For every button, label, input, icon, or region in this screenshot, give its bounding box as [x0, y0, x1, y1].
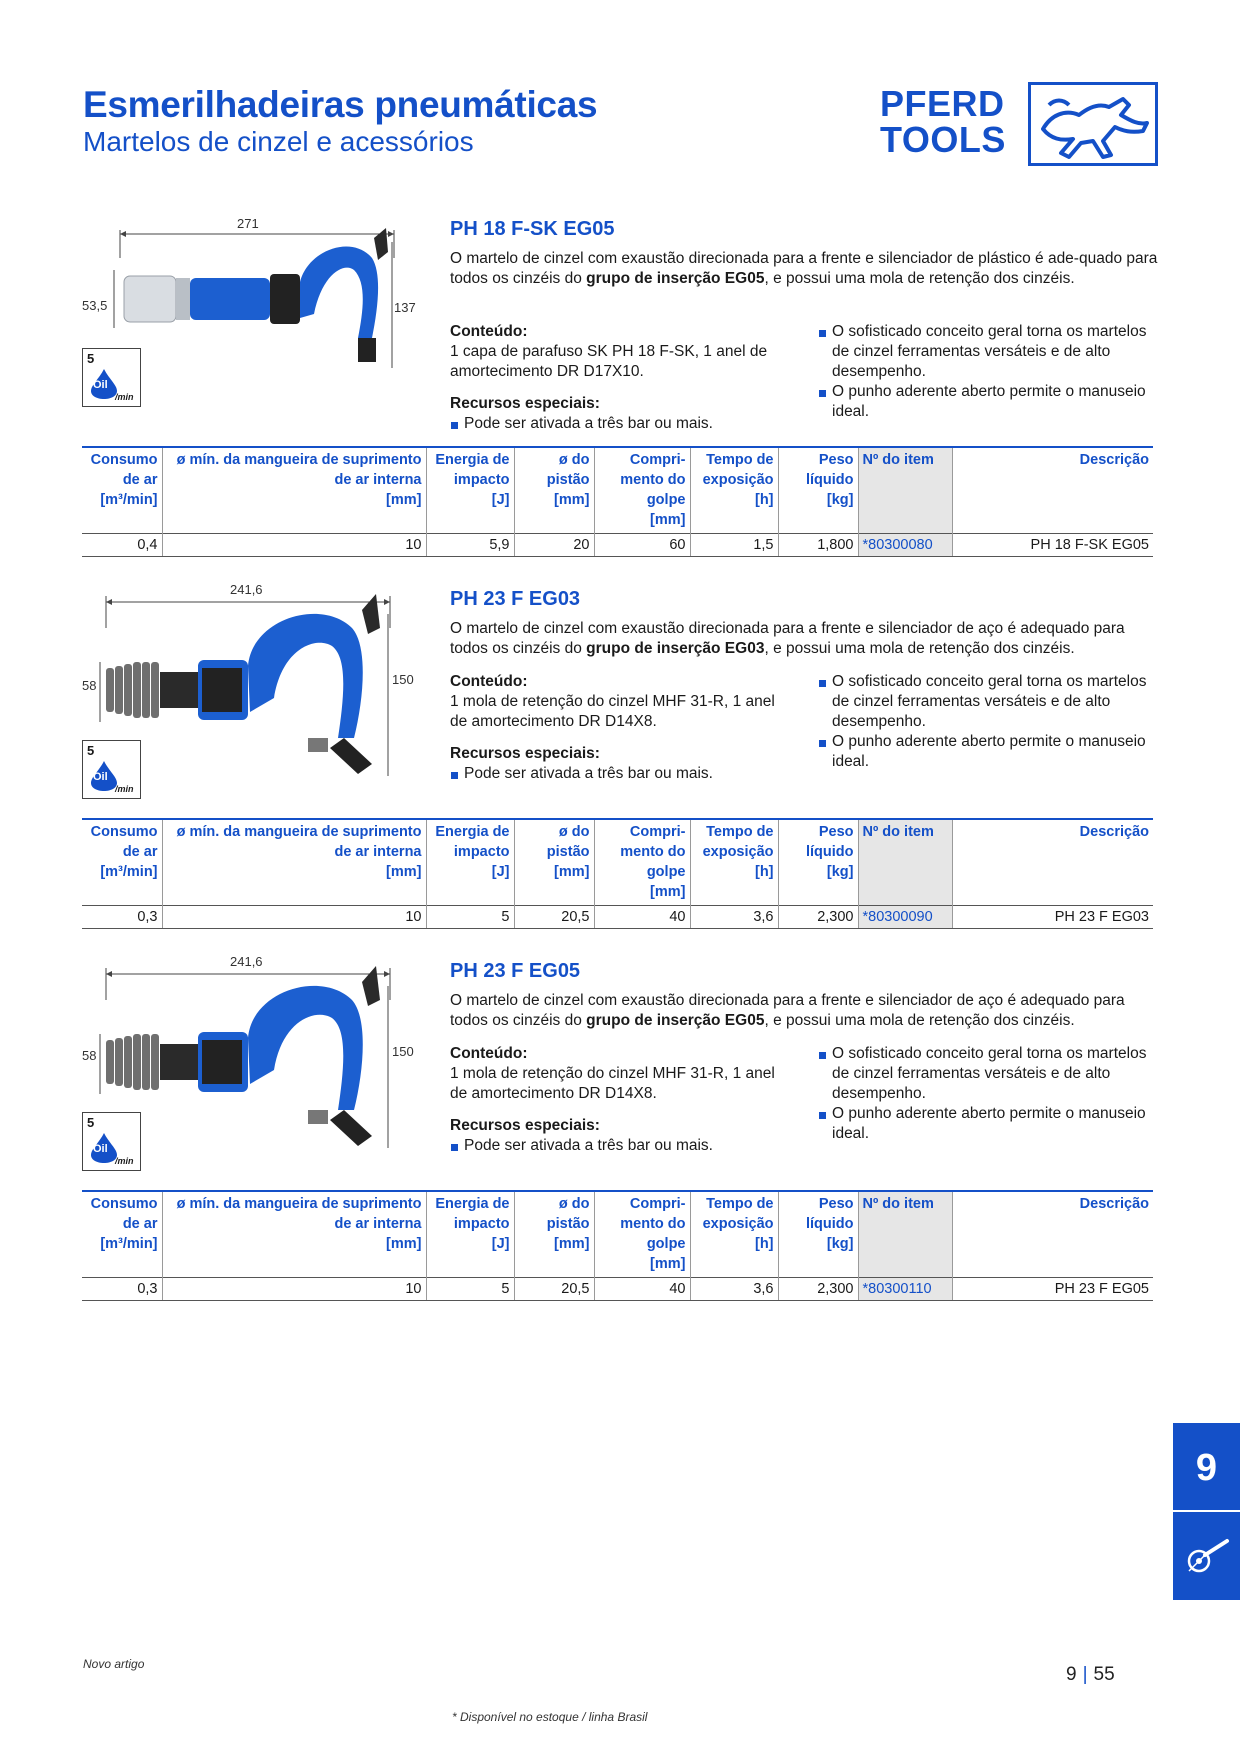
item-number-link[interactable]: *80300110	[857, 1277, 952, 1301]
feature-item: O punho aderente aberto permite o manuse…	[818, 732, 1163, 772]
dimension-height: 137	[394, 300, 416, 315]
product-contents: Conteúdo: 1 capa de parafuso SK PH 18 F-…	[450, 322, 785, 434]
table-row: 0,4 10 5,9 20 60 1,5 1,800 *80300080 PH …	[82, 533, 1153, 557]
angle-grinder-icon	[1187, 1539, 1229, 1573]
dimension-diameter: 53,5	[82, 298, 108, 313]
header-item-number: Nº do item	[857, 1190, 952, 1278]
product-description: O martelo de cinzel com exaustão direcio…	[450, 620, 1125, 657]
dimension-height: 150	[392, 672, 414, 687]
dimension-length: 241,6	[230, 954, 263, 969]
item-number-link[interactable]: *80300090	[857, 905, 952, 929]
availability-note: * Disponível no estoque / linha Brasil	[452, 1710, 648, 1724]
product-contents: Conteúdo: 1 mola de retenção do cinzel M…	[450, 672, 785, 784]
oil-drop-icon	[91, 1133, 117, 1163]
product-features: O sofisticado conceito geral torna os ma…	[818, 322, 1163, 422]
product-features: O sofisticado conceito geral torna os ma…	[818, 672, 1163, 772]
new-item-note: Novo artigo	[83, 1657, 145, 1671]
feature-item: O sofisticado conceito geral torna os ma…	[818, 672, 1163, 732]
horse-logo-icon	[1028, 82, 1158, 166]
product-description: O martelo de cinzel com exaustão direcio…	[450, 250, 1158, 287]
chapter-number: 9	[1195, 1447, 1218, 1489]
product-features: O sofisticado conceito geral torna os ma…	[818, 1044, 1163, 1144]
page-title: Esmerilhadeiras pneumáticas	[83, 84, 598, 125]
header-description: Descrição	[951, 818, 1153, 906]
page-subtitle: Martelos de cinzel e acessórios	[83, 126, 474, 157]
oil-consumption-badge: 5 Oil /min	[82, 1112, 141, 1171]
dimension-length: 241,6	[230, 582, 263, 597]
header-description: Descrição	[951, 1190, 1153, 1278]
product-description: O martelo de cinzel com exaustão direcio…	[450, 992, 1125, 1029]
product-title: PH 23 F EG05	[450, 960, 581, 982]
feature-item: O sofisticado conceito geral torna os ma…	[818, 1044, 1163, 1104]
feature-item: O punho aderente aberto permite o manuse…	[818, 382, 1163, 422]
feature-item: O sofisticado conceito geral torna os ma…	[818, 322, 1163, 382]
item-number-link[interactable]: *80300080	[857, 533, 952, 557]
header-description: Descrição	[951, 446, 1153, 534]
special-feature-item: Pode ser ativada a três bar ou mais.	[450, 764, 785, 784]
dimension-height: 150	[392, 1044, 414, 1059]
special-feature-item: Pode ser ativada a três bar ou mais.	[450, 414, 785, 434]
feature-item: O punho aderente aberto permite o manuse…	[818, 1104, 1163, 1144]
dimension-diameter: 58	[82, 1048, 97, 1063]
header-item-number: Nº do item	[857, 446, 952, 534]
product-title: PH 23 F EG03	[450, 588, 581, 610]
table-row: 0,3 10 5 20,5 40 3,6 2,300 *80300090 PH …	[82, 905, 1153, 929]
special-feature-item: Pode ser ativada a três bar ou mais.	[450, 1136, 785, 1156]
page-number: 9|55	[1066, 1664, 1115, 1685]
product-image: 241,6 58 150 5 Oil /min	[82, 582, 422, 799]
product-image: 241,6 58 150 5 Oil /min	[82, 954, 422, 1171]
oil-drop-icon	[91, 369, 117, 399]
header-item-number: Nº do item	[857, 818, 952, 906]
tab-divider	[1173, 1510, 1240, 1512]
oil-drop-icon	[91, 761, 117, 791]
oil-consumption-badge: 5 Oil /min	[82, 740, 141, 799]
pferd-tools-logo: PFERD TOOLS	[880, 82, 1158, 166]
oil-consumption-badge: 5 Oil /min	[82, 348, 141, 407]
dimension-length: 271	[237, 216, 259, 231]
product-contents: Conteúdo: 1 mola de retenção do cinzel M…	[450, 1044, 785, 1156]
logo-text: PFERD TOOLS	[880, 83, 1006, 160]
chapter-tab[interactable]: 9	[1173, 1423, 1240, 1600]
table-row: 0,3 10 5 20,5 40 3,6 2,300 *80300110 PH …	[82, 1277, 1153, 1301]
product-image: 271 53,5 137 5 Oil /min	[82, 216, 422, 418]
dimension-diameter: 58	[82, 678, 97, 693]
product-title: PH 18 F-SK EG05	[450, 218, 615, 240]
